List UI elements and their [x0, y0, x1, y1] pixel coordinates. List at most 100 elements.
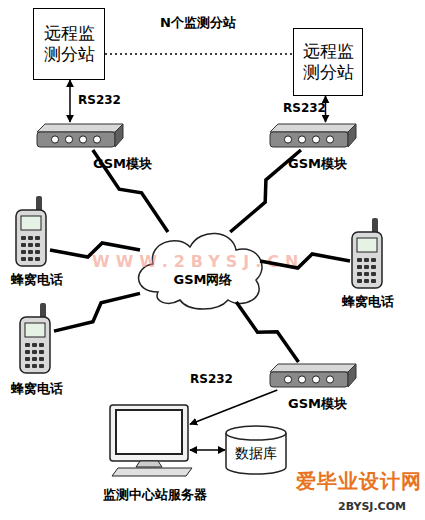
shape-part	[284, 136, 291, 143]
shape-part	[25, 350, 30, 354]
edge-label: RS232	[190, 372, 233, 386]
gsm-module: GSM模块	[268, 122, 368, 176]
shape-part	[28, 250, 33, 254]
shape-part	[357, 265, 362, 269]
shape-part	[25, 364, 30, 368]
shape-part	[39, 364, 44, 368]
node-text: 数据库	[225, 445, 287, 463]
station-box: 远程监测分站	[293, 28, 363, 96]
cell-phone: 蜂窝电话	[4, 303, 70, 399]
edge-label: RS232	[283, 101, 326, 115]
shape-part	[136, 461, 162, 467]
shape-part	[116, 410, 182, 454]
wireless-link	[236, 302, 298, 362]
shape-part	[270, 132, 348, 147]
shape-part	[32, 350, 37, 354]
shape-part	[32, 357, 37, 361]
shape-part	[112, 468, 192, 476]
shape-part	[371, 272, 376, 276]
edge-label: N个监测分站	[160, 14, 236, 32]
shape-part	[25, 357, 30, 361]
shape-part	[32, 364, 37, 368]
cell-phone: 蜂窝电话	[4, 196, 70, 292]
node-text: 监测中心站服务器	[80, 487, 230, 503]
shape-part	[115, 124, 123, 147]
shape-part	[357, 258, 362, 262]
shape-part	[326, 376, 333, 383]
shape-part	[21, 250, 26, 254]
shape-part	[110, 405, 188, 461]
shape-part	[37, 132, 115, 147]
shape-part	[37, 124, 123, 132]
shape-part	[357, 272, 362, 276]
shape-part	[284, 376, 291, 383]
shape-part	[357, 238, 377, 252]
node-text: GSM模块	[288, 396, 360, 412]
shape-part	[139, 233, 262, 309]
shape-part	[270, 124, 356, 132]
shape-part	[28, 243, 33, 247]
shape-part	[35, 236, 40, 240]
shape-part	[35, 243, 40, 247]
node-text: 蜂窝电话	[332, 294, 404, 310]
gsm-module: GSM模块	[268, 362, 368, 416]
serial-link	[190, 449, 225, 451]
shape-part	[21, 257, 26, 261]
shape-part	[364, 258, 369, 262]
shape-part	[352, 232, 382, 288]
node-text: GSM模块	[93, 156, 153, 172]
shape-part	[270, 372, 348, 387]
node-text: GSM模块	[288, 156, 360, 172]
shape-part	[35, 250, 40, 254]
shape-part	[312, 376, 319, 383]
watermark: WWW.2BYSJ.CN	[92, 252, 304, 271]
node-text: 远程监测分站	[297, 41, 359, 84]
serial-link	[69, 80, 71, 122]
shape-part	[326, 136, 333, 143]
station-box: 远程监测分站	[33, 8, 105, 80]
watermark: 爱毕业设计网	[296, 468, 422, 495]
shape-part	[364, 279, 369, 283]
shape-part	[298, 136, 305, 143]
shape-part	[21, 216, 41, 230]
shape-part	[25, 323, 45, 337]
node-text: 远程监测分站	[37, 23, 101, 66]
shape-part	[28, 257, 33, 261]
node-text: 蜂窝电话	[4, 272, 70, 288]
shape-part	[270, 364, 356, 372]
shape-part	[51, 136, 58, 143]
shape-part	[25, 343, 30, 347]
shape-part	[348, 124, 356, 147]
shape-part	[364, 265, 369, 269]
shape-part	[348, 364, 356, 387]
gsm-module: GSM模块	[35, 122, 153, 176]
shape-part	[32, 343, 37, 347]
shape-part	[226, 426, 286, 440]
dotted-link	[105, 53, 293, 55]
serial-link	[190, 390, 277, 424]
shape-part	[20, 317, 50, 373]
shape-part	[93, 136, 100, 143]
node-text: 蜂窝电话	[4, 381, 70, 397]
shape-part	[35, 257, 40, 261]
shape-part	[371, 265, 376, 269]
database-cylinder: 数据库	[225, 425, 287, 475]
shape-part	[312, 136, 319, 143]
shape-part	[21, 236, 26, 240]
shape-part	[21, 243, 26, 247]
shape-part	[65, 136, 72, 143]
shape-part	[364, 272, 369, 276]
shape-part	[28, 236, 33, 240]
shape-part	[39, 350, 44, 354]
shape-part	[16, 210, 46, 266]
shape-part	[371, 279, 376, 283]
cell-phone: 蜂窝电话	[332, 218, 404, 314]
shape-part	[79, 136, 86, 143]
shape-part	[39, 343, 44, 347]
watermark: 2BYSJ.COM	[338, 500, 406, 513]
wireless-link	[93, 150, 168, 232]
server-computer: 监测中心站服务器	[80, 405, 230, 507]
shape-part	[298, 376, 305, 383]
shape-part	[371, 258, 376, 262]
